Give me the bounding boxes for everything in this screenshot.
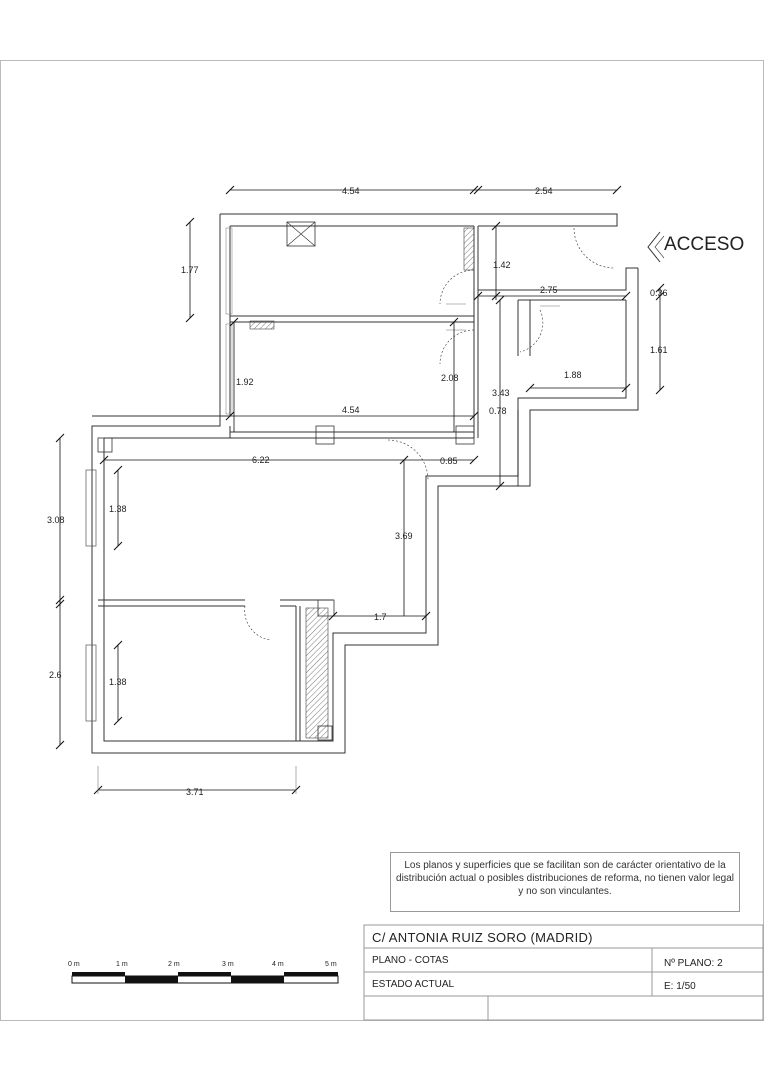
dim-bath-height: 1.61 (650, 345, 668, 355)
dim-window-lower: 1.38 (109, 677, 127, 687)
dim-left-upper-height: 3.08 (47, 515, 65, 525)
access-label: ACCESO (664, 234, 745, 255)
dim-access-depth: 1.42 (493, 260, 511, 270)
doors (244, 227, 615, 641)
dim-bottom-width: 3.71 (186, 787, 204, 797)
dim-room2-right-height: 2.08 (441, 373, 459, 383)
dim-window-upper: 1.38 (109, 504, 127, 514)
dim-bath-width: 1.88 (564, 370, 582, 380)
scale-label-1: 1 m (116, 961, 128, 968)
scale-label-2: 2 m (168, 961, 180, 968)
scale-label-5: 5 m (325, 961, 337, 968)
title-state: ESTADO ACTUAL (372, 979, 455, 990)
dim-left-lower-height: 2.6 (49, 670, 62, 680)
walls (85, 213, 639, 754)
disclaimer-note: Los planos y superficies que se facilita… (390, 852, 740, 912)
hatched-elements (249, 227, 475, 739)
dim-corridor-gap: 0.78 (489, 406, 507, 416)
title-plan-type: PLANO - COTAS (372, 955, 449, 966)
dim-corridor-height: 3.43 (492, 388, 510, 398)
dimension-lines (55, 185, 665, 795)
access-arrow-icon (647, 231, 661, 263)
title-plan-number: Nº PLANO: 2 (664, 958, 723, 969)
scale-label-4: 4 m (272, 961, 284, 968)
title-scale: E: 1/50 (664, 981, 696, 992)
dim-room2-height: 1.92 (236, 377, 254, 387)
scale-label-0: 0 m (68, 961, 80, 968)
dim-room1-height: 1.77 (181, 265, 199, 275)
title-address: C/ ANTONIA RUIZ SORO (MADRID) (372, 930, 593, 945)
dim-top-left: 4.54 (342, 186, 360, 196)
scale-bar: 0 m 1 m 2 m 3 m 4 m 5 m (68, 961, 339, 984)
columns (97, 221, 475, 741)
dim-door-gap: 0.85 (440, 456, 458, 466)
dim-closet-width: 1.7 (374, 612, 387, 622)
scale-label-3: 3 m (222, 961, 234, 968)
dim-living-width: 6.22 (252, 455, 270, 465)
dim-access-width: 2.75 (540, 285, 558, 295)
title-block-frame (363, 924, 764, 1021)
dim-top-right: 2.54 (535, 186, 553, 196)
dim-access-jamb: 0.36 (650, 288, 668, 298)
dim-room2-width: 4.54 (342, 405, 360, 415)
dim-living-right-height: 3.69 (395, 531, 413, 541)
dimension-labels: 4.54 2.54 1.77 1.42 2.75 0.36 1.61 1.88 … (47, 186, 668, 797)
